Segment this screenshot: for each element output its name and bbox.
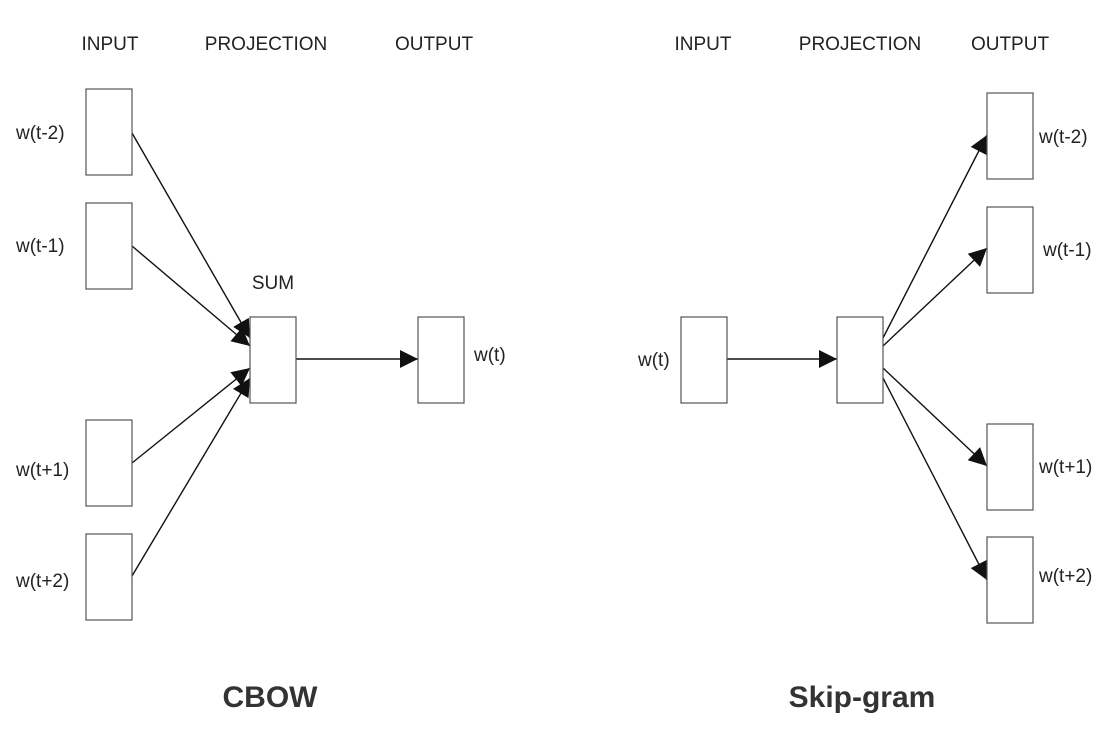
cbow-output-box <box>417 316 465 404</box>
skipgram-output-box-4 <box>986 536 1034 624</box>
skipgram-input-box <box>680 316 728 404</box>
skipgram-output-header: OUTPUT <box>971 34 1050 55</box>
skipgram-output-box-1 <box>986 92 1034 180</box>
skipgram-output-label-2: w(t-1) <box>1042 240 1092 261</box>
cbow-edge-input-1 <box>131 132 251 339</box>
skipgram-edge-output-1 <box>882 134 988 339</box>
cbow-input-label-3: w(t+1) <box>15 460 69 481</box>
skipgram-output-box-3 <box>986 423 1034 511</box>
skipgram-input-header: INPUT <box>675 34 732 55</box>
skipgram-projection-box <box>836 316 884 404</box>
skipgram-diagram: INPUT PROJECTION OUTPUT w(t) w(t-2) w(t-… <box>637 34 1092 714</box>
cbow-input-box-4 <box>85 533 133 621</box>
cbow-edge-input-2 <box>131 245 251 347</box>
cbow-input-label-4: w(t+2) <box>15 571 69 592</box>
skipgram-output-box-2 <box>986 206 1034 294</box>
cbow-sum-label: SUM <box>252 273 294 294</box>
cbow-input-label-1: w(t-2) <box>15 123 65 144</box>
skipgram-output-label-4: w(t+2) <box>1038 566 1092 587</box>
cbow-input-box-2 <box>85 202 133 290</box>
skipgram-output-label-1: w(t-2) <box>1038 127 1088 148</box>
cbow-diagram: INPUT PROJECTION OUTPUT w(t-2) w(t-1) w(… <box>15 34 506 714</box>
cbow-title: CBOW <box>223 681 319 714</box>
skipgram-edge-output-4 <box>882 377 988 581</box>
cbow-projection-box <box>249 316 297 404</box>
skipgram-edge-output-3 <box>882 367 988 467</box>
skipgram-projection-header: PROJECTION <box>799 34 921 55</box>
skipgram-title: Skip-gram <box>789 681 936 714</box>
cbow-output-label: w(t) <box>473 345 506 366</box>
cbow-input-header: INPUT <box>82 34 139 55</box>
cbow-output-header: OUTPUT <box>395 34 474 55</box>
cbow-input-label-2: w(t-1) <box>15 236 65 257</box>
cbow-edge-input-4 <box>131 377 251 577</box>
skipgram-input-label: w(t) <box>637 350 670 371</box>
cbow-input-box-3 <box>85 419 133 507</box>
cbow-input-box-1 <box>85 88 133 176</box>
cbow-projection-header: PROJECTION <box>205 34 327 55</box>
skipgram-output-label-3: w(t+1) <box>1038 457 1092 478</box>
cbow-edge-input-3 <box>131 367 251 464</box>
skipgram-edge-output-2 <box>882 247 988 347</box>
